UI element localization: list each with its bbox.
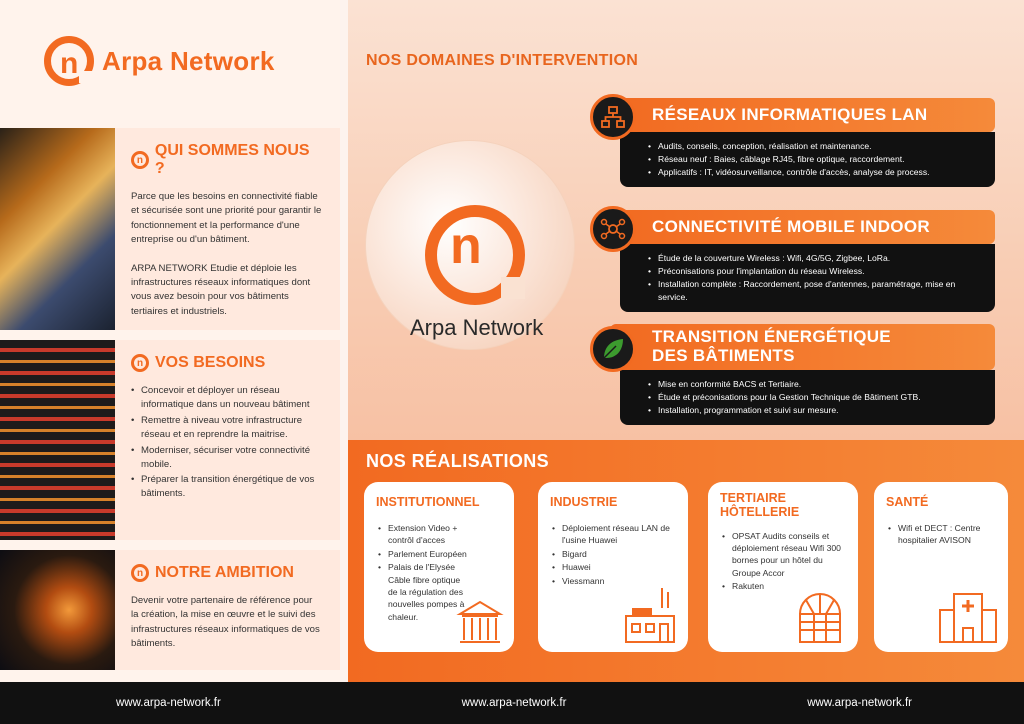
- besoins-list: Concevoir et déployer un réseau informat…: [131, 384, 322, 501]
- list-item: Applicatifs : IT, vidéosurveillance, con…: [648, 166, 983, 179]
- logo-mark-icon: n: [44, 36, 95, 86]
- center-brand-name: Arpa Network: [410, 315, 544, 340]
- list-item: Étude et préconisations pour la Gestion …: [648, 391, 983, 404]
- hospital-icon: [939, 593, 997, 643]
- card-title: INSTITUTIONNEL: [376, 495, 480, 509]
- domaine-title-line-1: TRANSITION ÉNERGÉTIQUE: [652, 327, 891, 347]
- center-logo-letter: n: [450, 217, 482, 275]
- domaine-connectivite-mobile: CONNECTIVITÉ MOBILE INDOOR Étude de la c…: [590, 206, 995, 312]
- list-item: Viessmann: [550, 575, 676, 588]
- list-item: Mise en conformité BACS et Tertiaire.: [648, 378, 983, 391]
- list-item: Parlement Européen: [376, 548, 468, 561]
- list-item: Wifi et DECT : Centre hospitalier AVISON: [886, 522, 996, 547]
- domaines-title: NOS DOMAINES D'INTERVENTION: [366, 52, 639, 69]
- logo-letter: n: [60, 47, 79, 80]
- ambition-title: NOTRE AMBITION: [155, 564, 294, 581]
- section-title: n NOTRE AMBITION: [131, 564, 322, 582]
- network-lights-photo: [0, 550, 115, 670]
- card-title: TERTIAIRE HÔTELLERIE: [720, 491, 800, 519]
- at-icon: n: [131, 564, 149, 582]
- domaine-title-line-2: DES BÂTIMENTS: [652, 346, 795, 365]
- card-list: OPSAT Audits conseils et déploiement rés…: [720, 530, 846, 594]
- qui-paragraph-2: ARPA NETWORK Etudie et déploie les infra…: [131, 262, 311, 317]
- footer-link[interactable]: www.arpa-network.fr: [461, 697, 567, 709]
- section-vos-besoins: n VOS BESOINS Concevoir et déployer un ré…: [0, 340, 340, 540]
- list-item: Bigard: [550, 548, 676, 561]
- list-item: Concevoir et déployer un réseau informat…: [131, 384, 322, 412]
- besoins-title: VOS BESOINS: [155, 354, 266, 371]
- footer: www.arpa-network.fr www.arpa-network.fr …: [0, 682, 1024, 724]
- domaine-bullets: Étude de la couverture Wireless : Wifi, …: [620, 244, 995, 312]
- list-item: Installation complète : Raccordement, po…: [648, 278, 983, 304]
- footer-link[interactable]: www.arpa-network.fr: [116, 697, 221, 709]
- hotel-building-icon: [799, 593, 841, 643]
- list-item: Rakuten: [720, 580, 846, 593]
- card-industrie: INDUSTRIE Déploiement réseau LAN de l'us…: [538, 482, 688, 652]
- domaine-title: RÉSEAUX INFORMATIQUES LAN: [610, 98, 995, 132]
- card-list: Extension Video + contrôl d'acces Parlem…: [376, 522, 468, 624]
- qui-title: QUI SOMMES NOUS ?: [154, 142, 310, 177]
- brand-logo: n Arpa Network: [44, 36, 275, 86]
- list-item: Installation, programmation et suivi sur…: [648, 404, 983, 417]
- card-list: Wifi et DECT : Centre hospitalier AVISON: [886, 522, 996, 547]
- list-item: Préparer la transition énergétique de vo…: [131, 473, 322, 501]
- card-title: SANTÉ: [886, 495, 929, 509]
- list-item: Étude de la couverture Wireless : Wifi, …: [648, 252, 983, 265]
- at-icon: n: [131, 354, 149, 372]
- card-tertiaire-hotellerie: TERTIAIRE HÔTELLERIE OPSAT Audits consei…: [708, 482, 858, 652]
- list-item: Extension Video + contrôl d'acces: [376, 522, 468, 547]
- factory-icon: [625, 588, 675, 643]
- qui-paragraph-1: Parce que les besoins en connectivité fi…: [131, 191, 322, 246]
- section-qui-sommes-nous: n QUI SOMMES NOUS ? Parce que les besoins…: [0, 128, 340, 330]
- domaine-reseaux-lan: RÉSEAUX INFORMATIQUES LAN Audits, consei…: [590, 94, 995, 187]
- list-item: Palais de l'Elysée Câble fibre optique d…: [376, 561, 468, 623]
- list-item: Déploiement réseau LAN de l'usine Huawei: [550, 522, 676, 547]
- list-item: Moderniser, sécuriser votre connectivité…: [131, 444, 322, 472]
- brand-name: Arpa Network: [102, 45, 275, 76]
- section-title: n VOS BESOINS: [131, 354, 322, 372]
- list-item: OPSAT Audits conseils et déploiement rés…: [720, 530, 846, 580]
- card-title: INDUSTRIE: [550, 495, 618, 509]
- network-icon: [590, 94, 636, 140]
- footer-link[interactable]: www.arpa-network.fr: [807, 697, 912, 709]
- wireless-icon: [590, 206, 636, 252]
- domaine-bullets: Audits, conseils, conception, réalisatio…: [620, 132, 995, 187]
- leaf-icon: [590, 326, 636, 372]
- domaine-bullets: Mise en conformité BACS et Tertiaire. Ét…: [620, 370, 995, 425]
- realisations-title: NOS RÉALISATIONS: [366, 451, 550, 471]
- list-item: Audits, conseils, conception, réalisatio…: [648, 140, 983, 153]
- card-list: Déploiement réseau LAN de l'usine Huawei…: [550, 522, 676, 588]
- technician-photo: [0, 128, 115, 330]
- card-sante: SANTÉ Wifi et DECT : Centre hospitalier …: [874, 482, 1008, 652]
- card-institutionnel: INSTITUTIONNEL Extension Video + contrôl…: [364, 482, 514, 652]
- ambition-paragraph: Devenir votre partenaire de référence po…: [131, 595, 320, 650]
- list-item: Réseau neuf : Baies, câblage RJ45, fibre…: [648, 153, 983, 166]
- server-rack-photo: [0, 340, 115, 540]
- institution-building-icon: [456, 600, 504, 643]
- section-notre-ambition: n NOTRE AMBITION Devenir votre partenaire…: [0, 550, 340, 670]
- list-item: Remettre à niveau votre infrastructure r…: [131, 414, 322, 442]
- at-icon: n: [131, 151, 149, 169]
- section-title: n QUI SOMMES NOUS ?: [131, 142, 322, 178]
- globe-graphic: [365, 140, 575, 350]
- domaine-title: CONNECTIVITÉ MOBILE INDOOR: [610, 210, 995, 244]
- list-item: Huawei: [550, 561, 676, 574]
- list-item: Préconisations pour l'implantation du ré…: [648, 265, 983, 278]
